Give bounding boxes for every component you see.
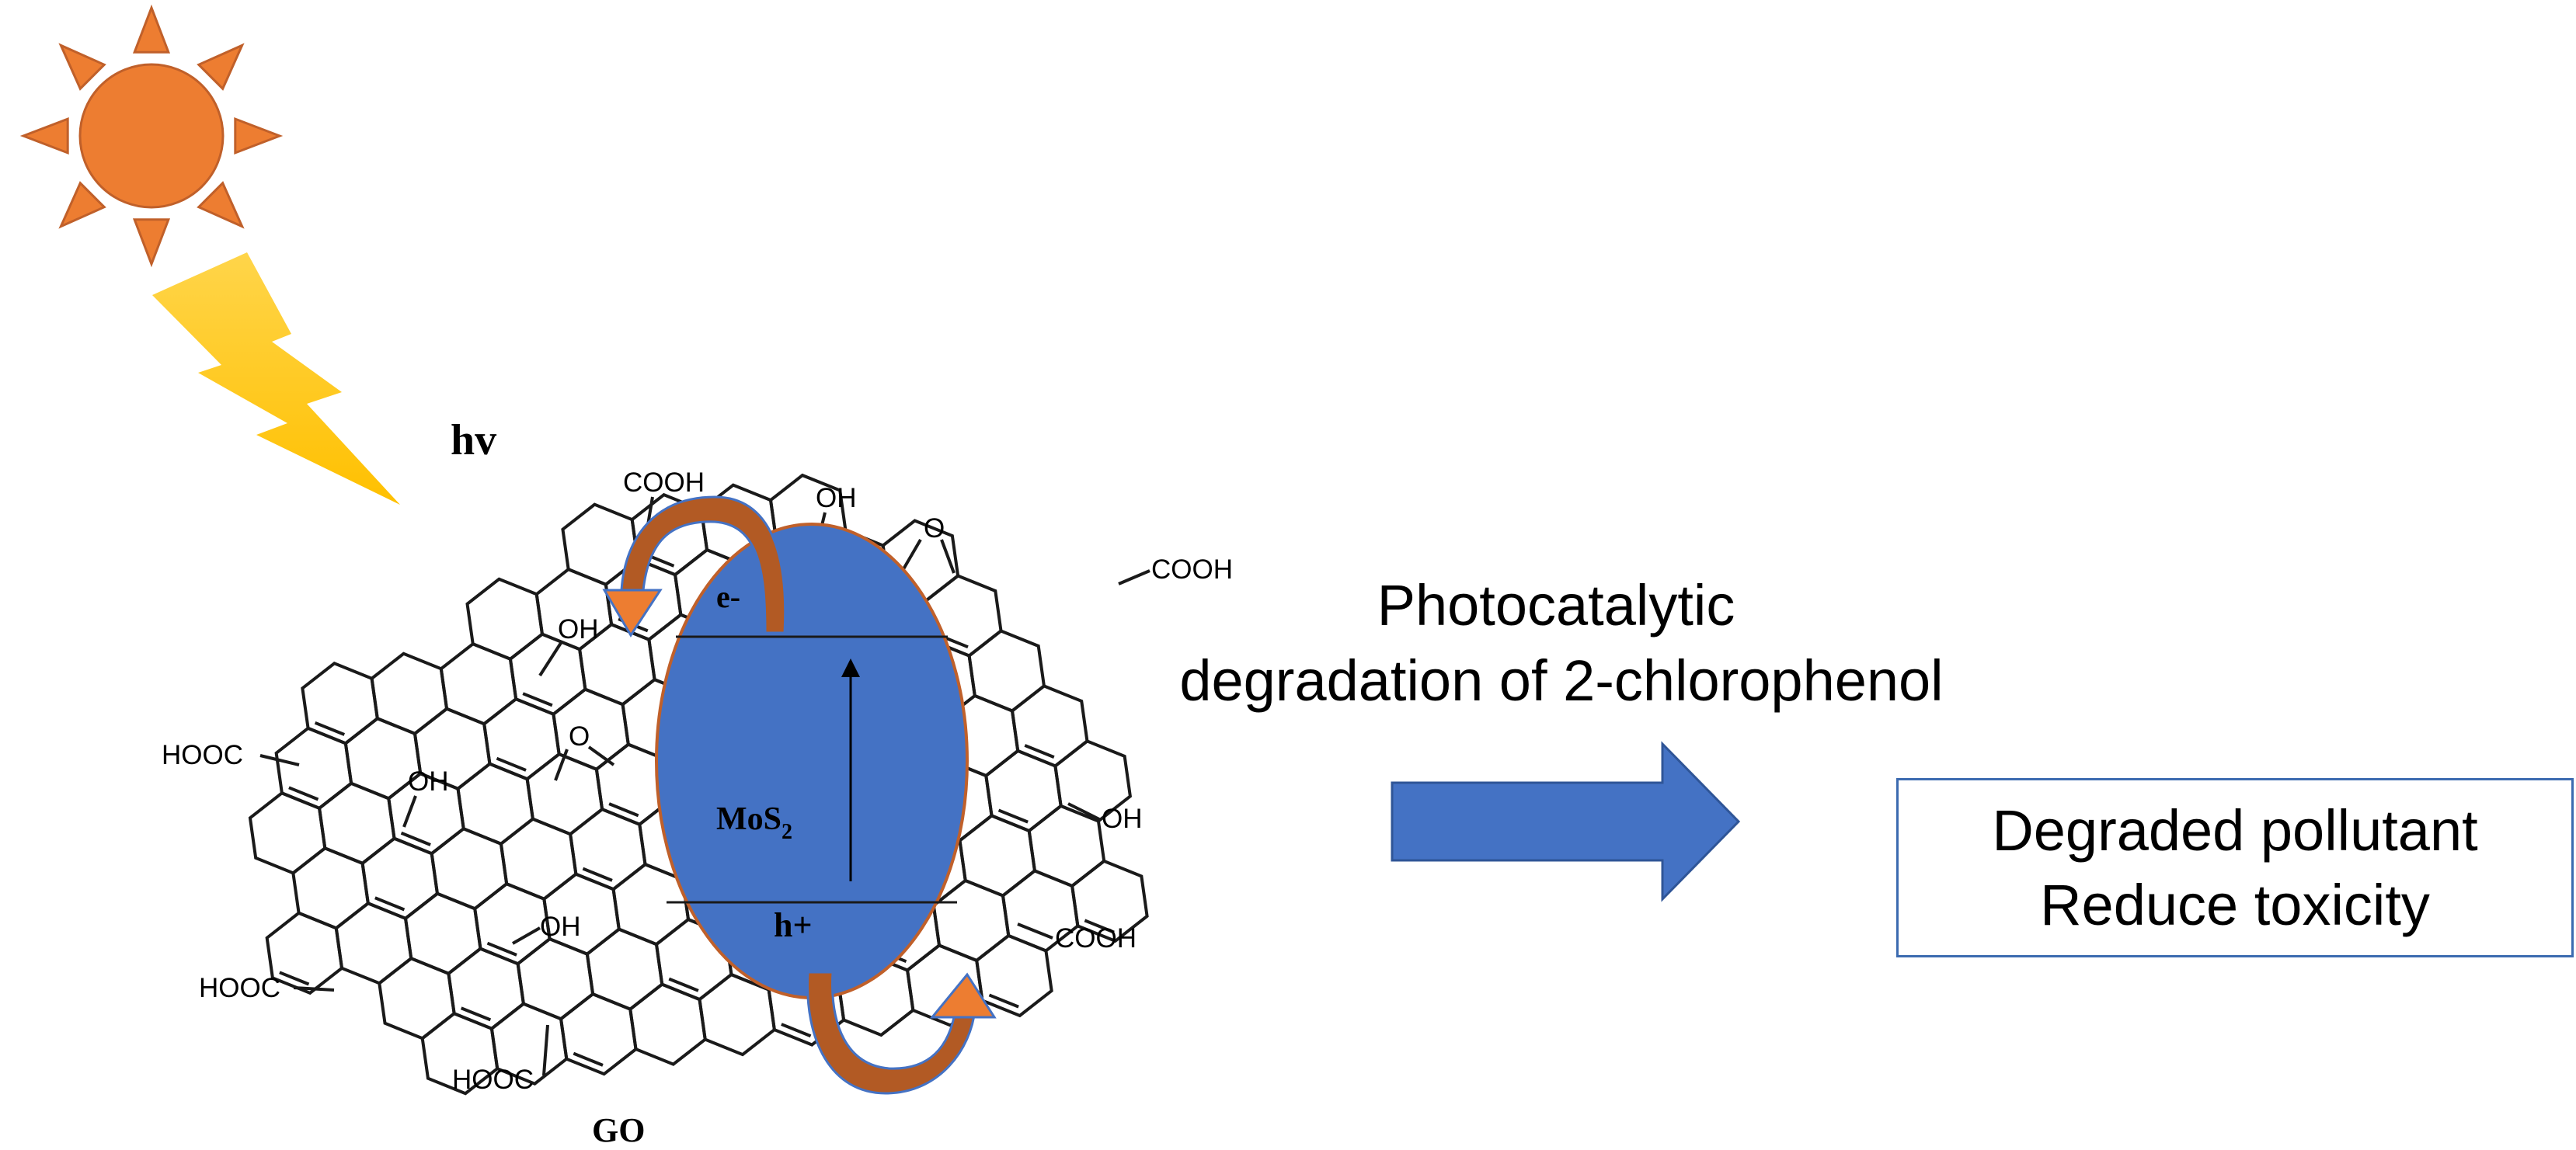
hexagon-ring [482, 697, 561, 781]
electron-transfer-arrow [602, 495, 787, 638]
hexagon-ring [274, 726, 353, 811]
result-box: Degraded pollutant Reduce toxicity [1896, 778, 2574, 957]
hexagon-ring [569, 807, 647, 891]
double-bond [374, 896, 406, 912]
hexagon-ring [317, 781, 396, 866]
double-bond [1084, 919, 1115, 934]
group-cooh-bottom-right: COOH [1055, 923, 1137, 954]
double-bond [997, 808, 1029, 824]
hexagon-ring [516, 936, 595, 1021]
double-bond [668, 977, 699, 992]
group-oh-bottom: OH [540, 912, 581, 942]
sun-ray [197, 181, 245, 229]
sun-ray [132, 218, 171, 268]
hexagon-ring [958, 814, 1037, 898]
hexagon-ring [525, 752, 604, 836]
hexagon-ring [1010, 684, 1089, 768]
group-epoxide-top: O [924, 513, 945, 544]
double-bond [314, 721, 346, 736]
hexagon-ring [447, 947, 526, 1030]
double-bond [582, 867, 613, 882]
sun-ray [19, 116, 69, 155]
hexagon-ring [403, 891, 482, 976]
hexagon-ring [430, 826, 509, 911]
mos2-label-subscript: 2 [782, 820, 792, 844]
double-bond [522, 692, 553, 707]
result-line1: Degraded pollutant [1992, 797, 2478, 863]
double-bond [608, 802, 639, 818]
group-oh-mid: OH [408, 766, 449, 797]
excitation-arrowhead [841, 658, 860, 677]
right-arrow-icon [1391, 741, 1741, 902]
mos2-label-main: MoS [716, 801, 782, 837]
hole-label: h+ [774, 906, 813, 944]
sun-ray [234, 116, 284, 155]
group-cooh-right: COOH [1151, 554, 1233, 585]
lightning-bolt-icon [152, 252, 400, 505]
double-bond [400, 831, 431, 846]
hexagon-ring [334, 901, 413, 985]
hexagon-ring [585, 927, 664, 1011]
hexagon-ring [360, 836, 440, 921]
hexagon-ring [975, 933, 1053, 1018]
sun-icon [19, 4, 284, 268]
hexagon-ring [378, 956, 456, 1041]
hexagon-ring [984, 749, 1063, 833]
mos2-particle: e- h+ MoS2 [655, 523, 969, 999]
sun-ray [58, 43, 106, 91]
double-bond [573, 1051, 604, 1067]
mos2-label: MoS2 [716, 801, 792, 844]
hole-transfer-arrow [806, 971, 997, 1095]
group-oh-right: OH [1102, 804, 1143, 834]
double-bond [781, 1023, 812, 1038]
group-hooc-bottom: HOOC [452, 1065, 534, 1095]
hexagon-ring [370, 651, 449, 736]
hv-label: hv [451, 416, 496, 464]
double-bond [1024, 744, 1055, 759]
group-oh-top: OH [816, 483, 857, 513]
hexagon-ring [967, 629, 1046, 713]
hexagon-ring [1070, 859, 1149, 943]
hexagon-ring [1027, 804, 1106, 888]
sun-ray [58, 181, 106, 229]
functional-groups: COOH OH O COOH OH HOOC OH O OH OH COOH H… [162, 467, 1233, 1095]
double-bond [288, 786, 319, 801]
group-hooc-left: HOOC [162, 740, 243, 770]
go-label: GO [592, 1111, 645, 1149]
electron-label: e- [716, 579, 740, 614]
sun-ray [197, 43, 245, 91]
hexagon-ring [248, 791, 327, 875]
hexagon-ring [465, 577, 545, 662]
result-line2: Reduce toxicity [2040, 872, 2430, 937]
process-title-line2: degradation of 2-chlorophenol [1179, 648, 1943, 713]
double-bond [460, 1006, 492, 1022]
hexagon-ring [628, 982, 707, 1066]
double-bond [486, 941, 517, 957]
double-bond [988, 993, 1019, 1009]
hexagon-ring [499, 817, 578, 901]
group-oh-left: OH [558, 614, 599, 644]
group-cooh-top: COOH [623, 467, 705, 498]
group-hooc-bottom-left: HOOC [199, 973, 280, 1003]
double-bond [279, 971, 310, 986]
double-bond [496, 756, 527, 772]
hexagon-ring [301, 662, 379, 745]
hexagon-ring [291, 846, 370, 930]
process-title-line1: Photocatalytic [1377, 573, 1735, 638]
hexagon-ring [439, 641, 518, 726]
group-epoxide-mid: O [569, 721, 590, 752]
sun-ray [132, 4, 171, 54]
hexagon-ring [559, 992, 638, 1076]
hexagon-ring [456, 762, 535, 846]
